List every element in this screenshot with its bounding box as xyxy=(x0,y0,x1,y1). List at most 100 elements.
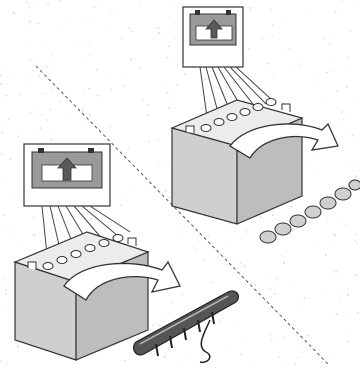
texture-speck xyxy=(147,114,150,117)
vent-cap-icon xyxy=(252,103,264,111)
texture-speck xyxy=(26,39,28,41)
texture-speck xyxy=(78,43,80,45)
texture-speck xyxy=(330,352,332,354)
texture-speck xyxy=(282,102,284,104)
texture-speck xyxy=(298,65,300,67)
texture-speck xyxy=(207,236,210,238)
up-arrow-icon xyxy=(205,19,223,39)
texture-speck xyxy=(282,262,285,265)
texture-speck xyxy=(244,260,246,262)
texture-speck xyxy=(8,77,11,79)
texture-speck xyxy=(187,358,189,360)
texture-speck xyxy=(341,219,343,221)
texture-speck xyxy=(88,114,91,116)
texture-speck xyxy=(183,3,185,5)
texture-speck xyxy=(303,297,306,300)
texture-speck xyxy=(121,37,124,40)
texture-speck xyxy=(351,134,354,137)
texture-speck xyxy=(354,274,357,277)
texture-speck xyxy=(312,241,314,242)
texture-speck xyxy=(343,119,345,121)
texture-speck xyxy=(231,346,233,347)
texture-speck xyxy=(124,359,126,362)
texture-speck xyxy=(40,120,42,122)
texture-speck xyxy=(276,277,279,280)
sensor-wires xyxy=(41,205,131,265)
texture-speck xyxy=(5,94,8,97)
texture-speck xyxy=(139,2,141,4)
texture-speck xyxy=(128,352,131,354)
vent-cap-icon xyxy=(289,214,307,228)
texture-speck xyxy=(92,211,94,213)
texture-speck xyxy=(12,12,15,15)
texture-speck xyxy=(26,1,28,3)
texture-speck xyxy=(7,306,9,308)
texture-speck xyxy=(357,312,359,314)
texture-speck xyxy=(164,189,167,192)
texture-speck xyxy=(333,234,336,237)
texture-speck xyxy=(46,65,49,68)
texture-speck xyxy=(189,115,191,117)
texture-speck xyxy=(52,132,55,134)
texture-speck xyxy=(164,84,166,86)
texture-speck xyxy=(297,356,300,358)
texture-speck xyxy=(166,56,169,59)
texture-speck xyxy=(310,162,312,164)
panel-divider-dashed-line xyxy=(35,65,331,367)
vent-cap-icon xyxy=(348,179,360,191)
texture-speck xyxy=(177,18,179,20)
texture-speck xyxy=(171,264,174,266)
texture-speck xyxy=(148,182,151,185)
texture-speck xyxy=(201,108,203,110)
texture-speck xyxy=(168,347,170,349)
texture-speck xyxy=(2,278,4,280)
texture-speck xyxy=(283,365,284,367)
texture-speck xyxy=(28,6,31,9)
vent-cap-icon xyxy=(42,262,54,270)
up-arrow-icon xyxy=(57,157,77,181)
texture-speck xyxy=(298,61,300,63)
texture-speck xyxy=(152,324,154,326)
texture-speck xyxy=(180,232,181,234)
texture-speck xyxy=(350,65,352,67)
texture-speck xyxy=(157,32,160,34)
texture-speck xyxy=(330,61,332,63)
texture-speck xyxy=(271,34,273,36)
texture-speck xyxy=(38,74,41,77)
texture-speck xyxy=(130,30,132,32)
texture-speck xyxy=(271,23,274,26)
texture-speck xyxy=(317,173,319,175)
texture-speck xyxy=(33,216,35,219)
texture-speck xyxy=(128,27,131,30)
texture-speck xyxy=(149,329,151,331)
vent-cap-icon xyxy=(98,239,110,247)
texture-speck xyxy=(299,66,301,68)
texture-speck xyxy=(158,324,161,327)
texture-speck xyxy=(168,45,170,48)
texture-speck xyxy=(63,25,65,27)
texture-speck xyxy=(89,217,92,220)
battery-icon xyxy=(13,231,150,361)
texture-speck xyxy=(81,110,84,112)
texture-speck xyxy=(289,47,291,50)
texture-speck xyxy=(278,356,280,358)
texture-speck xyxy=(243,265,246,268)
texture-speck xyxy=(293,71,295,73)
removed-vent-caps xyxy=(259,179,360,244)
texture-speck xyxy=(49,138,52,141)
texture-speck xyxy=(305,11,307,12)
texture-speck xyxy=(12,235,14,237)
texture-speck xyxy=(353,97,355,99)
texture-speck xyxy=(33,234,36,236)
texture-speck xyxy=(269,307,271,310)
texture-speck xyxy=(120,204,122,207)
texture-speck xyxy=(345,224,347,226)
texture-speck xyxy=(87,44,89,46)
texture-speck xyxy=(5,289,7,291)
texture-speck xyxy=(335,312,338,315)
texture-speck xyxy=(9,224,11,226)
texture-speck xyxy=(247,48,250,51)
texture-speck xyxy=(326,220,328,222)
texture-speck xyxy=(168,349,170,351)
